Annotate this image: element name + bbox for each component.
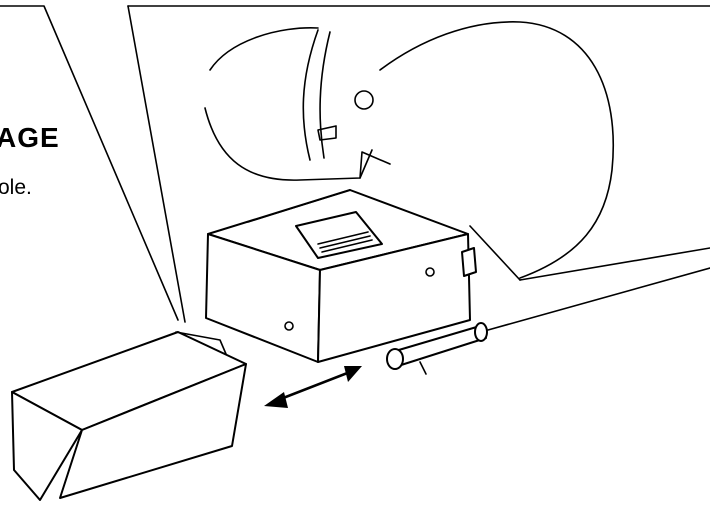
accessory-box [11,331,247,501]
bobbin-cover-plate [295,211,383,259]
caption-heading-fragment: AGE [0,122,60,153]
thread-path [302,29,374,161]
machine-body [204,21,710,331]
thread-guide-icon [354,90,374,110]
base-box [205,189,477,363]
double-headed-arrow-icon [264,366,362,408]
accessory-pin [386,322,488,375]
caption-body-fragment: ole. [0,176,32,199]
screw-icon [425,267,435,277]
callout-lines [0,5,710,323]
screw-icon [284,321,294,331]
